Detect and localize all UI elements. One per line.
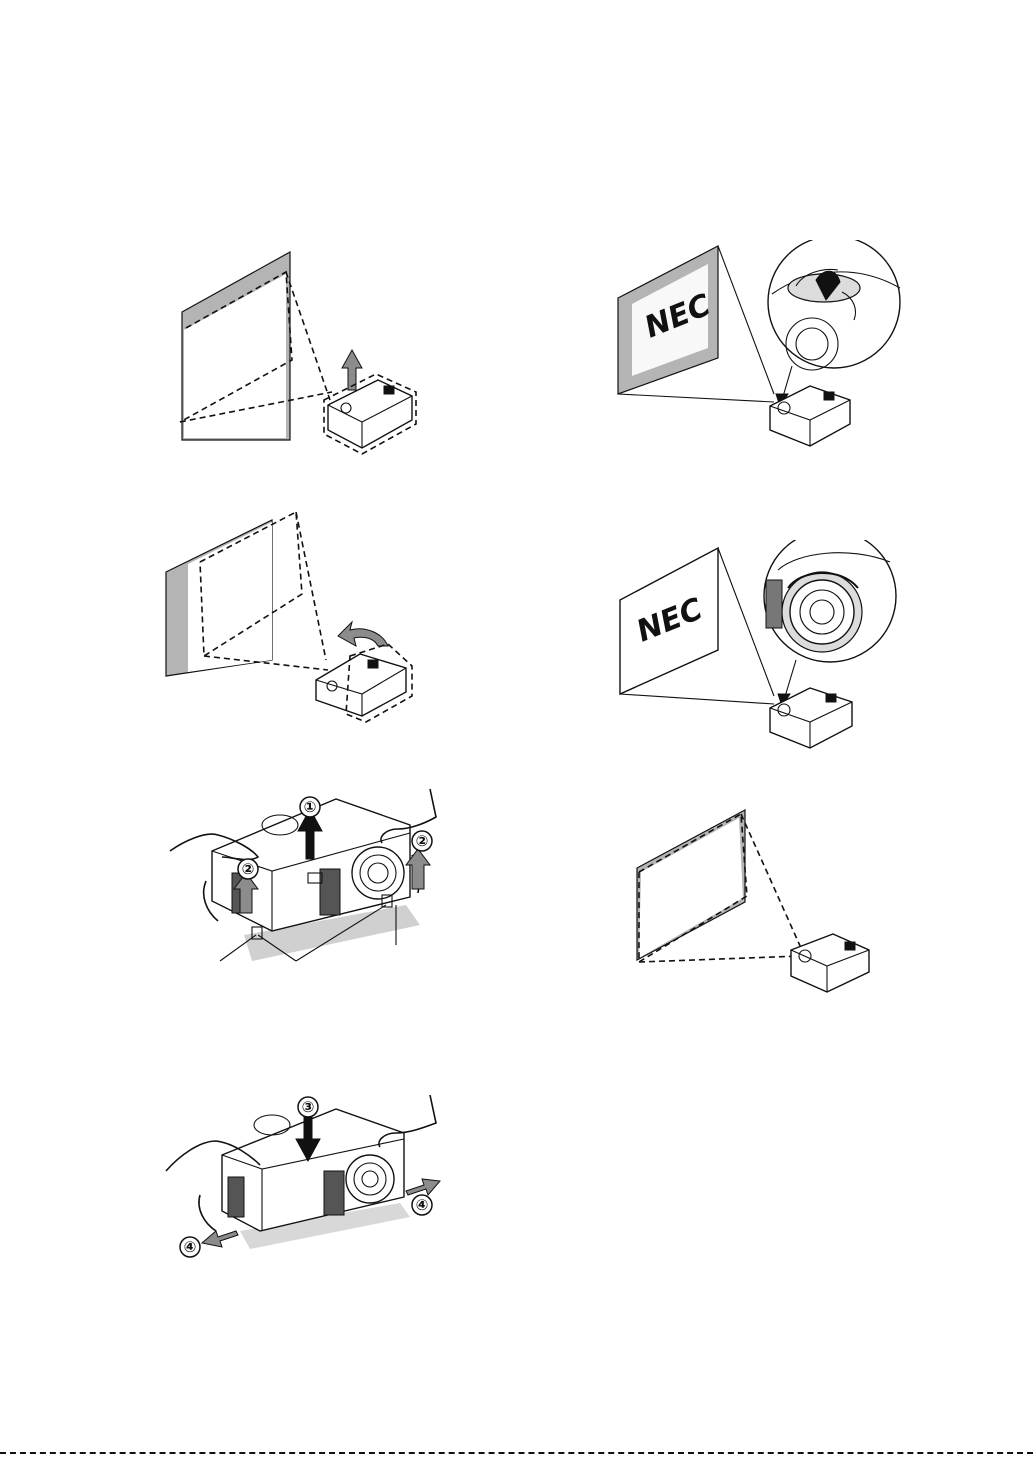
svg-text:③: ③ xyxy=(302,1098,315,1116)
step-marker-4: ④ xyxy=(412,1195,432,1215)
page-bottom-rule xyxy=(0,1452,1033,1454)
svg-text:④: ④ xyxy=(416,1196,429,1214)
panel-lift-feet: ① ② ② xyxy=(160,785,450,970)
step-marker-2: ② xyxy=(412,831,432,851)
lower-adjust-illustration: ③ ④ ④ xyxy=(160,1085,450,1270)
step-marker-1: ① xyxy=(300,797,320,817)
panel-rotate xyxy=(150,510,450,735)
panel-lower-adjust: ③ ④ ④ xyxy=(160,1085,450,1270)
svg-text:②: ② xyxy=(416,832,429,850)
magnifier-focus-ring xyxy=(764,540,896,662)
up-arrow-icon xyxy=(342,350,362,390)
magnifier-zoom-lever xyxy=(768,240,900,370)
step-marker-3: ③ xyxy=(298,1097,318,1117)
svg-text:②: ② xyxy=(242,860,255,878)
rotate-illustration xyxy=(150,510,450,735)
projector-body xyxy=(791,934,869,992)
svg-text:④: ④ xyxy=(184,1238,197,1256)
panel-zoom: NEC xyxy=(610,240,910,450)
focus-illustration: NEC xyxy=(610,540,910,750)
rotate-arrow-icon xyxy=(338,622,388,646)
projector-body xyxy=(316,644,412,722)
step-marker-4: ④ xyxy=(180,1237,200,1257)
keystone-side-illustration xyxy=(625,800,885,1000)
projector-body xyxy=(324,374,416,454)
panel-keystone-side xyxy=(625,800,885,1000)
panel-tilt-up xyxy=(150,240,440,470)
panel-focus: NEC xyxy=(610,540,910,750)
step-marker-2: ② xyxy=(238,859,258,879)
zoom-illustration: NEC xyxy=(610,240,910,450)
lift-feet-illustration: ① ② ② xyxy=(160,785,450,970)
svg-text:①: ① xyxy=(304,798,317,816)
tilt-up-illustration xyxy=(150,240,440,470)
